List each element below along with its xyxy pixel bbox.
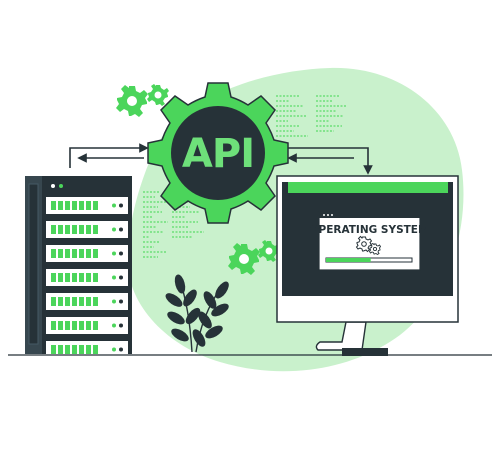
server-unit bbox=[46, 245, 128, 262]
os-label: OPERATING SYSTEM bbox=[310, 224, 429, 236]
plant-icon bbox=[165, 274, 229, 353]
server-unit bbox=[46, 269, 128, 286]
server-icon bbox=[25, 176, 132, 358]
server-unit bbox=[46, 317, 128, 334]
gear-icon-small-1 bbox=[116, 85, 148, 117]
gear-icon-small-4 bbox=[258, 240, 280, 262]
progress-fill bbox=[326, 258, 371, 262]
arrow-icon-left bbox=[69, 143, 149, 168]
server-unit bbox=[46, 293, 128, 310]
gear-icon-window-2 bbox=[368, 242, 382, 256]
arrow-icon-right bbox=[286, 147, 373, 175]
gear-icon-small-2 bbox=[147, 84, 169, 106]
server-unit bbox=[46, 221, 128, 238]
gear-icon-window-1 bbox=[355, 235, 373, 253]
server-unit bbox=[46, 341, 128, 358]
api-gear-icon: API bbox=[147, 82, 289, 224]
server-unit bbox=[46, 197, 128, 214]
code-lines-top bbox=[276, 95, 346, 137]
monitor-icon: OPERATING SYSTEM bbox=[276, 175, 459, 356]
api-label: API bbox=[182, 131, 254, 177]
gear-icon-small-3 bbox=[228, 243, 260, 275]
